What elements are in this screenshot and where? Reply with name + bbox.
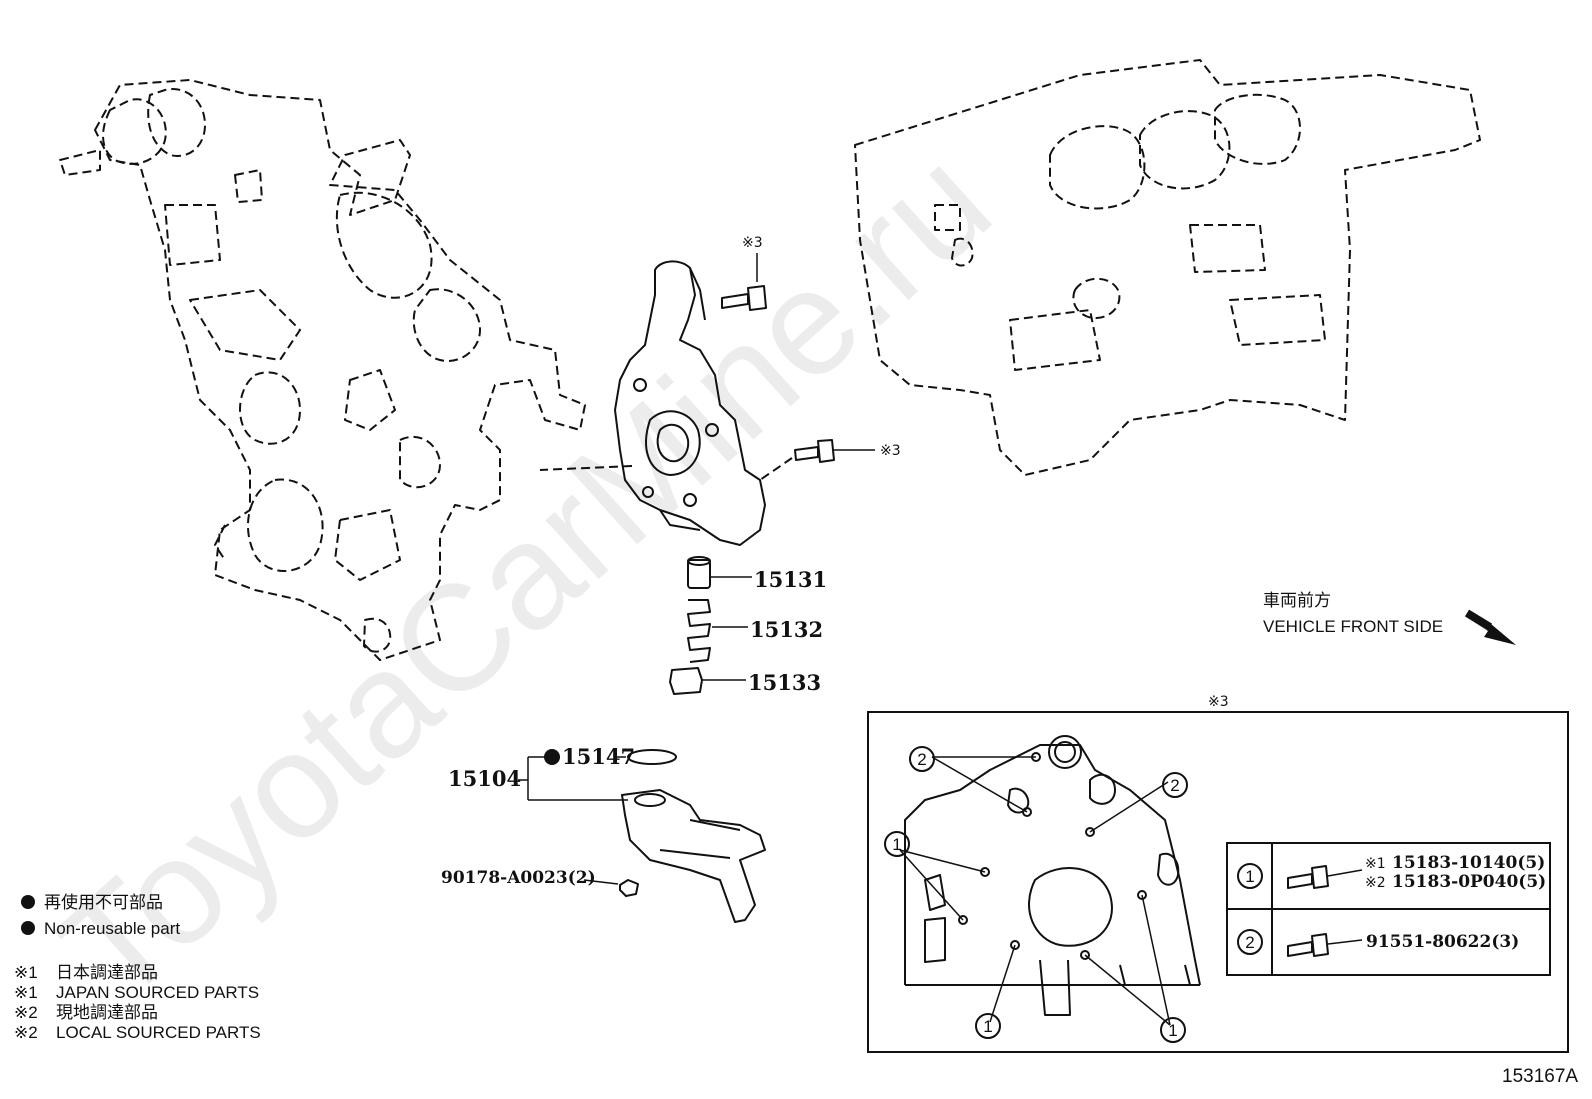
inset-callout-2b: 2: [1162, 772, 1188, 798]
svg-text:1: 1: [983, 1017, 992, 1036]
inset-callout-2a: 2: [909, 746, 935, 772]
pump-upper-bolt: [721, 253, 767, 311]
note1b-mark: ※1: [14, 983, 38, 1002]
legend-nonreusable-en: Non-reusable part: [44, 919, 180, 938]
inset-bolt-table: [1226, 842, 1551, 976]
note2-jp: 現地調達部品: [56, 1003, 158, 1022]
note1-mark: ※1: [14, 963, 38, 982]
table-row1-callout: 1: [1237, 863, 1263, 889]
inset-frame: [867, 711, 1569, 1053]
vehicle-front-en: VEHICLE FRONT SIDE: [1263, 617, 1443, 636]
part-15104[interactable]: 15104: [448, 766, 521, 791]
note2-mark: ※2: [14, 1003, 38, 1022]
svg-text:2: 2: [1245, 933, 1254, 952]
table-row2-callout: 2: [1237, 929, 1263, 955]
note2b-mark: ※2: [14, 1023, 38, 1042]
cylinder-block-outline: [854, 59, 1481, 476]
inset-pump-drawing: [904, 735, 1201, 1016]
oil-pump-body: [539, 260, 766, 546]
ref3-mark-top: ※3: [742, 235, 763, 251]
inset-leaders: [899, 756, 1171, 1026]
table-row1-mark2: ※2: [1365, 875, 1386, 891]
legend-nonreusable-jp: 再使用不可部品: [44, 892, 163, 912]
part-90178-A0023[interactable]: 90178-A0023(2): [441, 868, 596, 888]
inset-callout-1a: 1: [884, 831, 910, 857]
note1-en: JAPAN SOURCED PARTS: [56, 983, 259, 1002]
vehicle-front-jp: 車両前方: [1263, 591, 1331, 610]
legend-dot-icon-en: [21, 921, 35, 935]
svg-text:2: 2: [1170, 776, 1179, 795]
part-15147[interactable]: 15147: [562, 744, 635, 769]
inset-callout-1c: 1: [1160, 1017, 1186, 1043]
timing-cover-outline: [59, 79, 586, 661]
oil-strainer: [619, 749, 766, 923]
nonreusable-dot-15147: [544, 749, 560, 765]
watermark: ToyotaCarMine.ru: [29, 117, 1021, 1034]
ref3-mark-inset: ※3: [1208, 694, 1229, 710]
table-bolt2-icon: [1287, 933, 1363, 957]
note1-jp: 日本調達部品: [56, 963, 158, 982]
table-bolt1-icon: [1287, 865, 1363, 889]
svg-text:1: 1: [1245, 867, 1254, 886]
vehicle-front-arrow-icon: [1463, 609, 1516, 645]
inset-callout-1b: 1: [975, 1013, 1001, 1039]
legend-dot-icon-jp: [21, 895, 35, 909]
relief-valve-parts: [669, 556, 752, 695]
strainer-leaders: [518, 756, 628, 885]
svg-text:1: 1: [1168, 1021, 1177, 1040]
table-row1-part1[interactable]: 15183-10140(5): [1392, 853, 1545, 873]
part-15131[interactable]: 15131: [754, 567, 827, 592]
svg-text:1: 1: [892, 835, 901, 854]
table-row2-part[interactable]: 91551-80622(3): [1366, 932, 1519, 952]
ref3-mark-bolt: ※3: [880, 443, 901, 459]
pump-side-bolt: [759, 439, 875, 481]
table-row1-part2[interactable]: 15183-0P040(5): [1392, 872, 1546, 892]
note2-en: LOCAL SOURCED PARTS: [56, 1023, 261, 1042]
table-row1-mark1: ※1: [1365, 856, 1386, 872]
part-15133[interactable]: 15133: [748, 670, 821, 695]
figure-code: 153167A: [1502, 1066, 1578, 1087]
part-15132[interactable]: 15132: [750, 617, 823, 642]
svg-text:2: 2: [917, 750, 926, 769]
